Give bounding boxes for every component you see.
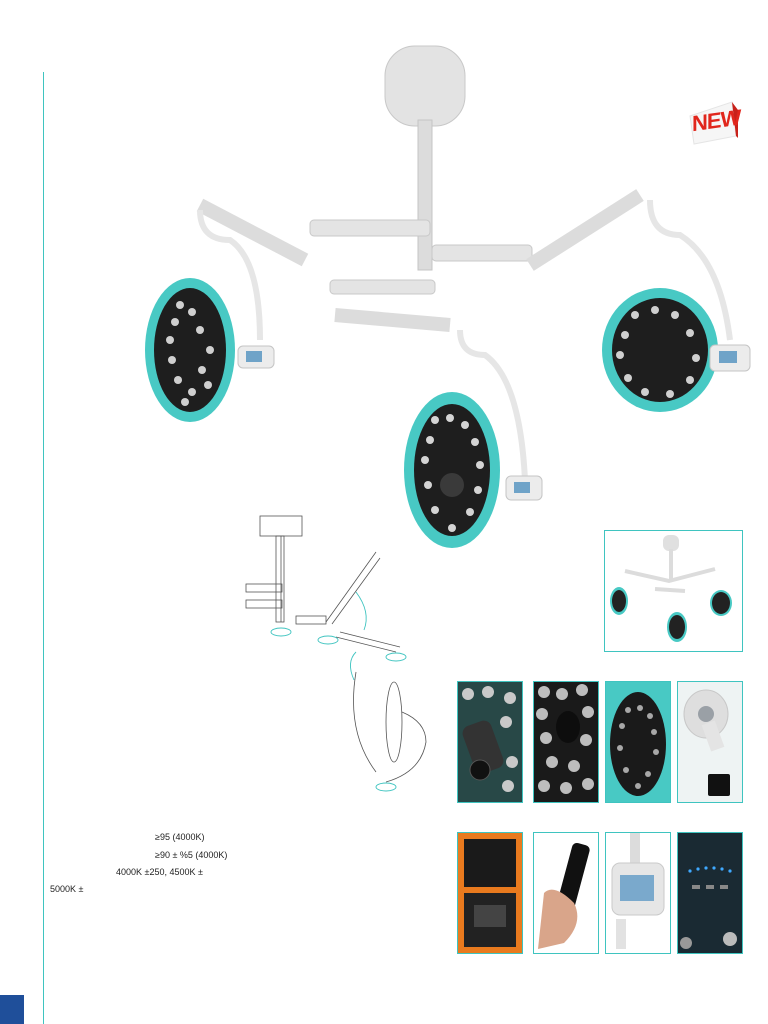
thumbnail-overview[interactable]: [604, 530, 743, 652]
corner-block: [0, 995, 24, 1024]
left-divider-line: [43, 72, 44, 1024]
thumbnail-remote-control[interactable]: [533, 832, 599, 954]
spec-color-temperature-cont: 5000K ±: [50, 884, 84, 894]
spec-r9: ≥90 ± %5 (4000K): [155, 850, 228, 860]
thumbnail-carry-case[interactable]: [457, 832, 523, 954]
technical-diagram: [245, 515, 427, 792]
thumbnail-led-cluster[interactable]: [533, 681, 599, 803]
thumbnail-lamp-head[interactable]: [605, 681, 671, 803]
thumbnail-control-panel[interactable]: [605, 832, 671, 954]
spec-color-temperature: 4000K ±250, 4500K ±: [116, 867, 203, 877]
thumbnail-keypad[interactable]: [677, 832, 743, 954]
thumbnail-handle[interactable]: [677, 681, 743, 803]
new-badge-shape: [689, 101, 738, 145]
surgical-light-product-image: [145, 45, 751, 548]
thumbnail-camera-module[interactable]: [457, 681, 523, 803]
spec-cri: ≥95 (4000K): [155, 832, 205, 842]
